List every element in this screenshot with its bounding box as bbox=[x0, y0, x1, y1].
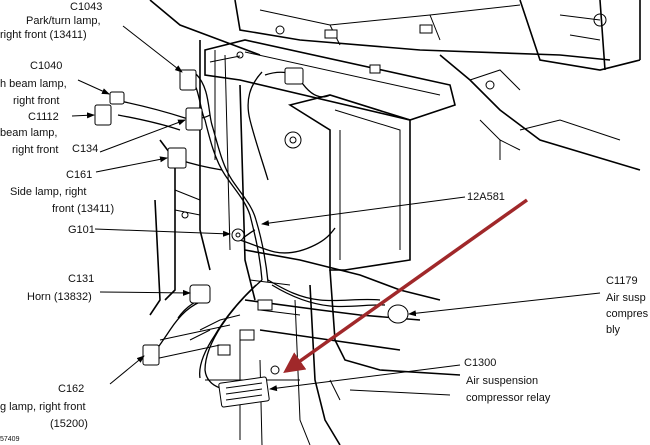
ground-g101 bbox=[231, 228, 245, 242]
connector-c1179 bbox=[387, 304, 409, 324]
label-c134-id: C134 bbox=[72, 143, 98, 155]
label-c162-id: C162 bbox=[58, 383, 84, 395]
label-g101-id: G101 bbox=[68, 224, 95, 236]
connector-c134 bbox=[185, 107, 203, 131]
label-c162-line1: g lamp, right front bbox=[0, 401, 86, 413]
connectors bbox=[94, 67, 409, 408]
label-c131-id: C131 bbox=[68, 273, 94, 285]
label-c1112-line2: right front bbox=[12, 144, 58, 156]
label-c162-line2: (15200) bbox=[50, 418, 88, 430]
label-c1043-id: C1043 bbox=[70, 1, 102, 13]
connector-c162 bbox=[142, 344, 160, 366]
connector-c1112 bbox=[94, 104, 112, 126]
label-c1179-line2: compres bbox=[606, 308, 649, 320]
connector-c161 bbox=[167, 147, 187, 169]
label-c1112-id: C1112 bbox=[28, 111, 59, 123]
label-c1043-line1: Park/turn lamp, bbox=[26, 15, 101, 27]
label-c1112-line1: beam lamp, bbox=[0, 127, 57, 139]
label-c1040-line1: h beam lamp, bbox=[0, 78, 67, 90]
label-harness-id: 12A581 bbox=[467, 191, 505, 203]
wiring-harness bbox=[114, 71, 386, 389]
label-c161-line2: front (13411) bbox=[52, 203, 114, 215]
connector-c131 bbox=[189, 284, 211, 304]
label-c1179-line3: bly bbox=[606, 324, 621, 336]
label-c1300-line2: compressor relay bbox=[466, 392, 551, 404]
label-c1040-line2: right front bbox=[13, 95, 59, 107]
connector-upper bbox=[284, 67, 304, 85]
annotation-arrow bbox=[283, 198, 529, 374]
label-c1043-line2: right front (13411) bbox=[0, 29, 87, 41]
label-c1179-line1: Air susp bbox=[606, 292, 646, 304]
figure-code: 57409 bbox=[0, 436, 20, 443]
label-c1300-line1: Air suspension bbox=[466, 375, 538, 387]
vehicle-structure bbox=[149, 0, 641, 445]
label-c1040-id: C1040 bbox=[30, 60, 62, 72]
leader-lines bbox=[71, 25, 601, 392]
label-c1179-id: C1179 bbox=[606, 275, 638, 287]
label-c161-line1: Side lamp, right bbox=[10, 186, 86, 198]
label-c161-id: C161 bbox=[66, 169, 92, 181]
label-c1300-id: C1300 bbox=[464, 357, 496, 369]
connector-c1040 bbox=[109, 91, 125, 105]
label-c131-line1: Horn (13832) bbox=[27, 291, 92, 303]
connector-c1043 bbox=[179, 69, 197, 91]
